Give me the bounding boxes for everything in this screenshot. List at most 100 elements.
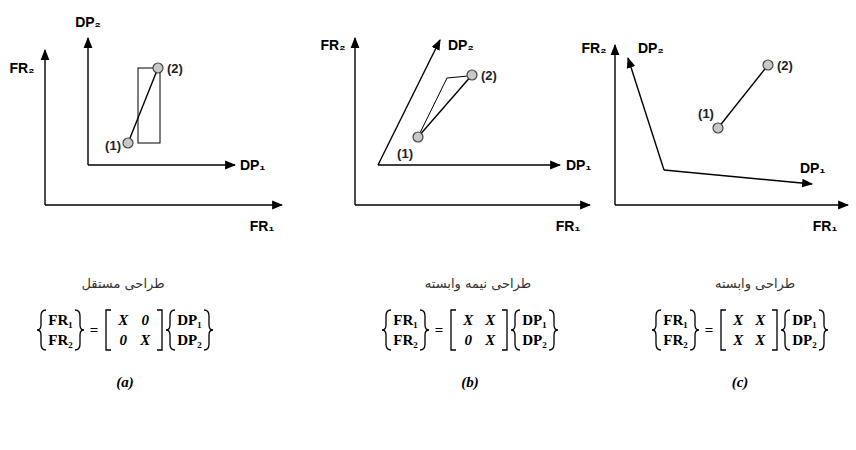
- axis-label: DP₂: [75, 14, 101, 30]
- fr-entry: FR₁: [48, 310, 73, 330]
- dp-axis: [88, 164, 235, 165]
- fr-axis: [44, 50, 45, 205]
- subfigure-tag: (c): [732, 374, 749, 391]
- axis-label: FR₁: [813, 218, 837, 234]
- curly-brace: [73, 308, 85, 352]
- dp-axis: [628, 58, 664, 170]
- axis-label: DP₁: [240, 157, 265, 173]
- dp-vector: DP₁DP₂: [177, 310, 202, 350]
- fr-entry: FR₂: [663, 330, 688, 350]
- subfigure-tag: (a): [116, 374, 134, 391]
- equals-sign: =: [90, 322, 99, 339]
- fr-axis: [45, 204, 282, 205]
- design-caption: طراحی نیمه وابسته: [425, 276, 531, 291]
- point-label: (2): [167, 61, 183, 76]
- matrix-entry: X: [727, 310, 749, 330]
- matrix-entry: X: [479, 330, 501, 350]
- fr-axis: [354, 38, 355, 205]
- dp-entry: DP₂: [792, 330, 817, 350]
- axis-label: FR₁: [250, 218, 274, 234]
- equals-sign: =: [705, 322, 714, 339]
- curly-brace: [165, 308, 177, 352]
- point-label: (1): [105, 138, 121, 153]
- curly-brace: [817, 308, 829, 352]
- curly-brace: [780, 308, 792, 352]
- equals-sign: =: [435, 322, 444, 339]
- dp-axis: [664, 170, 812, 184]
- dp-vector: DP₁DP₂: [522, 310, 547, 350]
- design-point: [713, 123, 723, 133]
- matrix-bracket: [156, 308, 165, 352]
- fr-axis: [355, 204, 590, 205]
- design-matrix: XX0X: [457, 310, 501, 350]
- axis-label: DP₂: [448, 37, 474, 53]
- fr-entry: FR₁: [663, 310, 688, 330]
- dp-entry: DP₁: [792, 310, 817, 330]
- axis-label: FR₁: [556, 218, 580, 234]
- axis-label: DP₂: [638, 40, 664, 56]
- design-path: [418, 75, 472, 137]
- dp-vector: DP₁DP₂: [792, 310, 817, 350]
- design-point: [763, 60, 773, 70]
- dp-entry: DP₁: [177, 310, 202, 330]
- fr-vector: FR₁FR₂: [663, 310, 688, 350]
- matrix-entry: X: [479, 310, 501, 330]
- design-matrix: X00X: [112, 310, 156, 350]
- matrix-entry: 0: [134, 310, 156, 330]
- axis-label: FR₂: [582, 40, 607, 56]
- point-label: (2): [777, 58, 793, 73]
- dp-entry: DP₁: [522, 310, 547, 330]
- matrix-bracket: [448, 308, 457, 352]
- dp-axis: [378, 40, 440, 165]
- matrix-entry: 0: [457, 330, 479, 350]
- fr-entry: FR₂: [48, 330, 73, 350]
- curly-brace: [418, 308, 430, 352]
- subfigure-tag: (b): [461, 374, 479, 391]
- matrix-bracket: [771, 308, 780, 352]
- design-point: [123, 138, 133, 148]
- design-matrix: XXXX: [727, 310, 771, 350]
- fr-axis: [614, 45, 615, 205]
- matrix-bracket: [501, 308, 510, 352]
- design-equation: FR₁FR₂ = X00X DP₁DP₂: [36, 308, 214, 352]
- design-caption: طراحی وابسته: [715, 276, 795, 291]
- point-label: (1): [397, 146, 413, 161]
- fr-vector: FR₁FR₂: [48, 310, 73, 350]
- matrix-bracket: [718, 308, 727, 352]
- matrix-entry: X: [749, 310, 771, 330]
- design-point: [413, 132, 423, 142]
- curly-brace: [202, 308, 214, 352]
- curly-brace: [381, 308, 393, 352]
- dp-entry: DP₂: [522, 330, 547, 350]
- point-label: (2): [481, 68, 497, 83]
- curly-brace: [36, 308, 48, 352]
- design-point: [153, 63, 163, 73]
- curly-brace: [688, 308, 700, 352]
- curly-brace: [510, 308, 522, 352]
- design-point: [467, 70, 477, 80]
- point-label: (1): [698, 106, 714, 121]
- fr-vector: FR₁FR₂: [393, 310, 418, 350]
- design-path: [128, 68, 158, 143]
- design-caption: طراحی مستقل: [81, 276, 164, 291]
- axis-label: FR₂: [10, 60, 35, 76]
- matrix-entry: X: [134, 330, 156, 350]
- curly-brace: [547, 308, 559, 352]
- dp-axis: [378, 164, 560, 165]
- matrix-entry: X: [727, 330, 749, 350]
- fr-entry: FR₁: [393, 310, 418, 330]
- dp-axis: [87, 38, 88, 165]
- design-equation: FR₁FR₂ = XXXX DP₁DP₂: [651, 308, 829, 352]
- matrix-bracket: [103, 308, 112, 352]
- matrix-entry: 0: [112, 330, 134, 350]
- curly-brace: [651, 308, 663, 352]
- axis-label: DP₁: [800, 160, 825, 176]
- axis-label: DP₁: [566, 157, 591, 173]
- fr-axis: [615, 204, 848, 205]
- matrix-entry: X: [112, 310, 134, 330]
- matrix-entry: X: [457, 310, 479, 330]
- path-box: [138, 68, 160, 143]
- dp-entry: DP₂: [177, 330, 202, 350]
- matrix-entry: X: [749, 330, 771, 350]
